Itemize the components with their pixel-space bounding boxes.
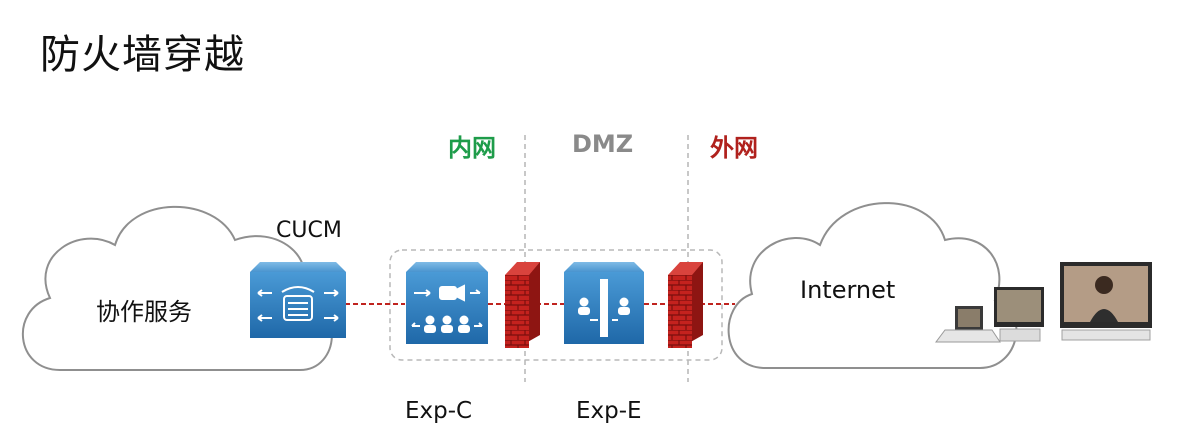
- zone-label-internal: 内网: [448, 134, 496, 162]
- exp-c-label: Exp-C: [405, 398, 473, 424]
- exp-c-device: [406, 262, 488, 344]
- cloud-right-label: Internet: [800, 276, 896, 304]
- firewall-icon: [505, 262, 540, 348]
- zone-label-external: 外网: [710, 134, 758, 162]
- cucm-device: [250, 262, 346, 338]
- firewall-icon: [668, 262, 703, 348]
- page-title: 防火墙穿越: [40, 32, 245, 78]
- exp-e-device: [564, 262, 644, 344]
- zone-label-dmz: DMZ: [572, 130, 634, 158]
- cloud-left-label: 协作服务: [96, 298, 192, 326]
- endpoint-device-icon: [935, 262, 1152, 343]
- users-icon: [424, 315, 470, 333]
- exp-e-label: Exp-E: [576, 398, 642, 424]
- video-camera-icon: [439, 284, 465, 302]
- cucm-label: CUCM: [276, 218, 342, 243]
- phone-icon: [257, 286, 339, 322]
